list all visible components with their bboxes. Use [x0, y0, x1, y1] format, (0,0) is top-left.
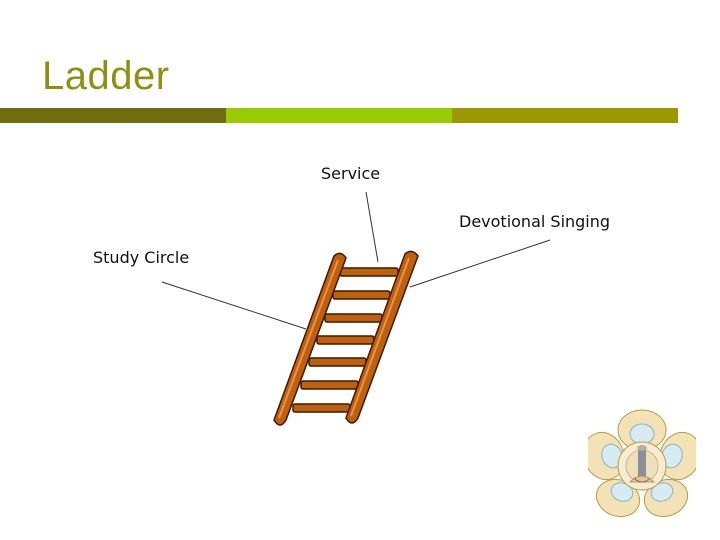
devotional-callout-line — [409, 239, 551, 288]
title-underline-segment-dark — [0, 108, 226, 123]
ladder-rung — [332, 290, 391, 300]
label-study-circle: Study Circle — [93, 248, 190, 267]
ladder-rung — [292, 403, 351, 413]
label-service: Service — [321, 164, 381, 183]
slide-title: Ladder — [42, 54, 170, 98]
label-devotional-singing: Devotional Singing — [459, 212, 611, 231]
study-callout-line — [161, 281, 307, 330]
title-underline-segment-olive — [452, 108, 678, 123]
lotus-emblem-logo — [588, 409, 696, 518]
ladder-rung — [308, 357, 367, 367]
ladder-rung — [316, 335, 375, 345]
ladder-rungs — [292, 267, 399, 413]
ladder-rung — [339, 267, 399, 277]
service-callout-line — [365, 191, 379, 263]
ladder-rung — [324, 313, 383, 323]
ladder-rung — [300, 380, 359, 390]
title-underline-segment-bright — [226, 108, 452, 123]
